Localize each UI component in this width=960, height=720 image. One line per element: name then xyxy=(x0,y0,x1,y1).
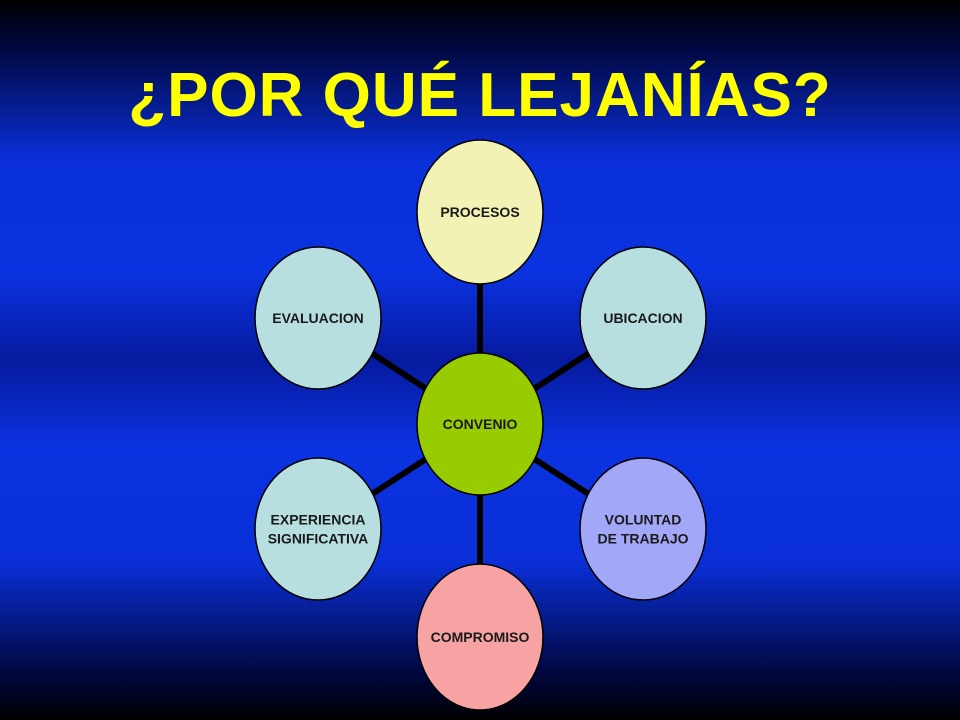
node-procesos: PROCESOS xyxy=(416,139,544,285)
node-compromiso-label: COMPROMISO xyxy=(431,629,530,645)
node-compromiso: COMPROMISO xyxy=(416,563,544,711)
node-evaluacion: EVALUACION xyxy=(254,246,382,390)
node-voluntad-de-trabajo-label: VOLUNTAD xyxy=(605,512,682,528)
node-ubicacion-label: UBICACION xyxy=(603,310,682,326)
outer-nodes: PROCESOS UBICACION VOLUNTAD DE TRABAJO COMPR… xyxy=(254,139,707,711)
page-title: ¿POR QUÉ LEJANÍAS? xyxy=(128,61,832,130)
node-voluntad-de-trabajo: VOLUNTAD DE TRABAJO xyxy=(579,457,707,601)
center-node: CONVENIO xyxy=(416,352,544,496)
node-evaluacion-ellipse xyxy=(254,246,382,390)
node-ubicacion: UBICACION xyxy=(579,246,707,390)
node-voluntad-de-trabajo-label: DE TRABAJO xyxy=(597,531,688,547)
node-experiencia-significativa: EXPERIENCIA SIGNIFICATIVA xyxy=(254,457,382,601)
node-experiencia-significativa-label: EXPERIENCIA xyxy=(271,512,366,528)
node-evaluacion-label: EVALUACION xyxy=(272,310,364,326)
node-experiencia-significativa-label: SIGNIFICATIVA xyxy=(268,531,369,547)
node-procesos-label: PROCESOS xyxy=(440,204,519,220)
node-compromiso-ellipse xyxy=(416,563,544,711)
center-node-label: CONVENIO xyxy=(443,416,518,432)
node-experiencia-significativa-ellipse xyxy=(254,457,382,601)
node-ubicacion-ellipse xyxy=(579,246,707,390)
node-procesos-ellipse xyxy=(416,139,544,285)
node-voluntad-de-trabajo-ellipse xyxy=(579,457,707,601)
center-node-ellipse xyxy=(416,352,544,496)
